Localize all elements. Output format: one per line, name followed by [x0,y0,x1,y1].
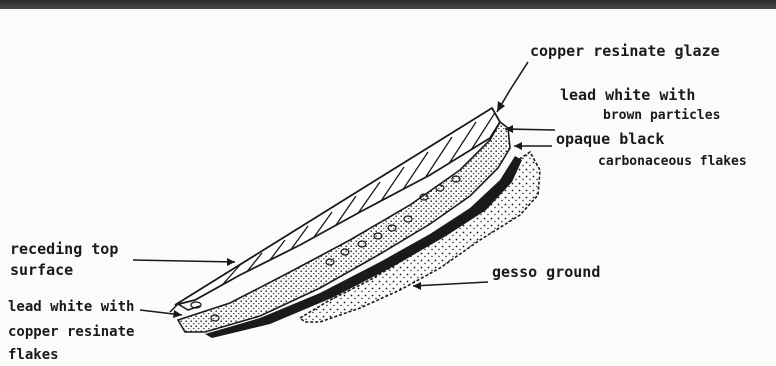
label-receding-line1: receding top [10,242,118,257]
label-receding-line2: surface [10,263,73,278]
label-lead-white-brown-line2: brown particles [603,109,720,122]
label-lead-white-copper-line1: lead white with [8,300,134,314]
pointer-gesso [413,282,488,286]
label-opaque-black-line1: opaque black [556,132,664,147]
label-lead-white-copper-line2: copper resinate [8,325,134,339]
label-lead-white-copper-line3: flakes [8,348,59,362]
label-gesso-ground: gesso ground [492,265,600,280]
label-copper-resinate-glaze: copper resinate glaze [530,44,720,59]
pointer-receding-surface [133,260,235,262]
label-opaque-black-line2: carbonaceous flakes [598,155,747,168]
label-lead-white-brown-line1: lead white with [560,88,695,103]
